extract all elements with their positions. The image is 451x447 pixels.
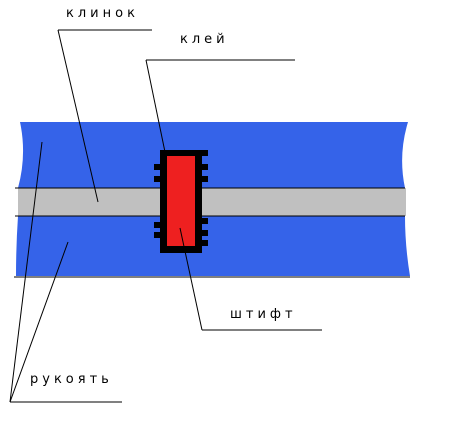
glue-leader-pointer — [145, 59, 166, 153]
blade-leader-pointer — [57, 29, 99, 203]
handle-leader-pointer-upper — [9, 141, 43, 403]
glue-label: клей — [180, 32, 229, 47]
handle-upper-half — [18, 122, 408, 188]
blade-strip — [18, 188, 406, 216]
pin-leader-pointer — [179, 227, 203, 331]
pin-label: штифт — [230, 307, 297, 322]
blade-label: клинок — [66, 6, 139, 21]
handle-lower-half — [16, 216, 410, 276]
handle-label: рукоять — [30, 372, 113, 387]
handle-leader-pointer-lower — [9, 241, 69, 403]
